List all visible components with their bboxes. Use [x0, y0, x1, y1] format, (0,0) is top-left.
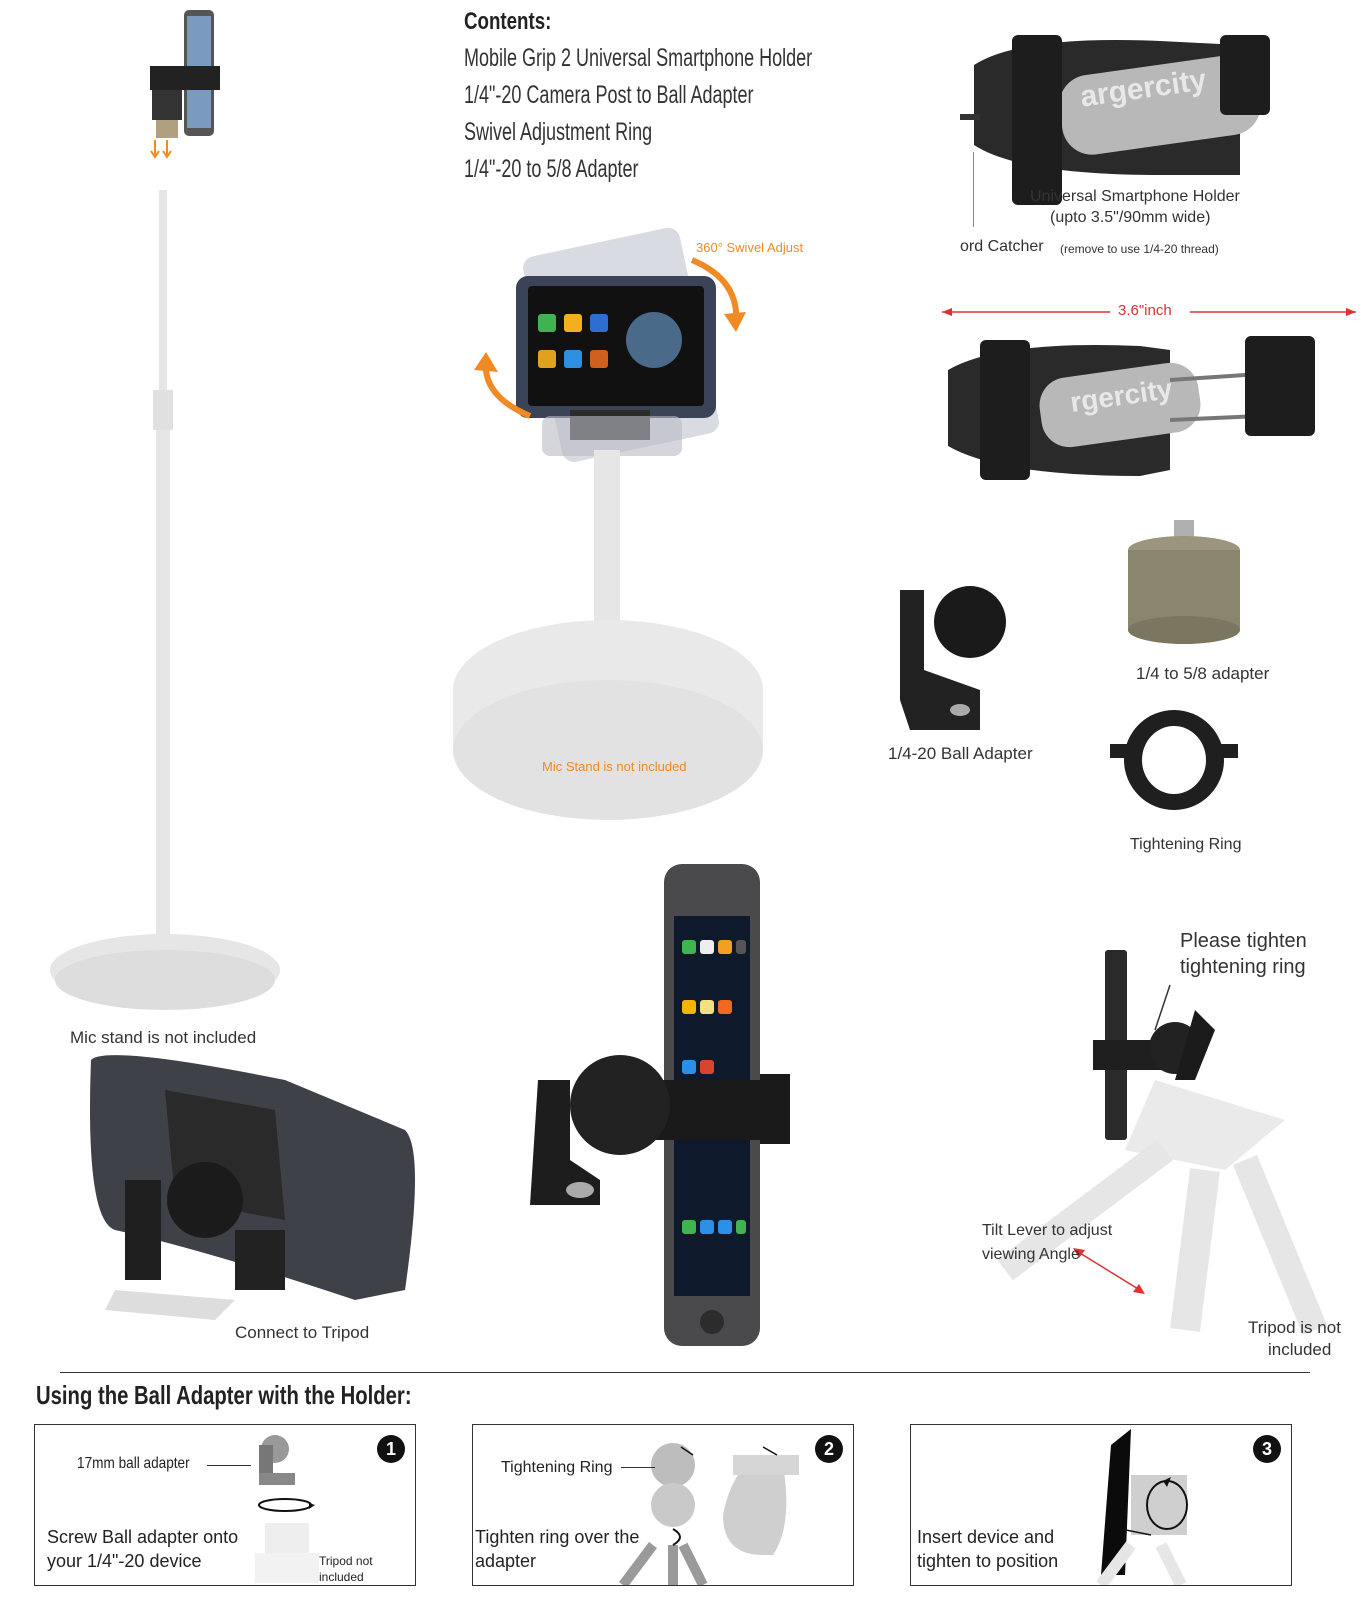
adapter-58-label: 1/4 to 5/8 adapter	[1136, 664, 1270, 683]
tilt-note-line2: viewing Angle	[982, 1246, 1080, 1263]
step-1-panel: 1 17mm ball adapter Screw Ball adapter o…	[34, 1424, 416, 1586]
step-2-text-line2: adapter	[475, 1551, 537, 1571]
step-3-text-line2: tighten to position	[917, 1551, 1059, 1571]
callout-line	[207, 1465, 251, 1466]
holder-label-line2: (upto 3.5"/90mm wide)	[1050, 209, 1211, 226]
mic-stand-note: Mic stand is not included	[70, 1028, 257, 1047]
adapter-58-graphic	[1128, 520, 1240, 644]
step-number: 1	[377, 1435, 405, 1463]
contents-item: Swivel Adjustment Ring	[464, 118, 653, 146]
step-1-text-line2: your 1/4"-20 device	[47, 1551, 202, 1571]
connect-tripod-label: Connect to Tripod	[235, 1323, 370, 1342]
holder-closed-graphic	[960, 35, 1270, 205]
contents-item: Mobile Grip 2 Universal Smartphone Holde…	[464, 44, 813, 72]
iphone-holder-graphic	[530, 864, 790, 1346]
step-3-text-line1: Insert device and	[917, 1527, 1055, 1547]
swivel-label: 360° Swivel Adjust	[696, 240, 804, 255]
step-1-note-line2: included	[319, 1570, 364, 1584]
tilt-note-line1: Tilt Lever to adjust	[982, 1222, 1113, 1239]
step-1-text-line1: Screw Ball adapter onto	[47, 1527, 239, 1547]
callout-line	[621, 1467, 655, 1468]
steps-title: Using the Ball Adapter with the Holder:	[36, 1380, 412, 1410]
width-label: 3.6"inch	[1118, 302, 1172, 319]
cord-catcher-label: ord Catcher	[960, 238, 1044, 255]
tripod-connection-graphic	[90, 1055, 415, 1320]
tighten-note-line1: Please tighten	[1180, 930, 1307, 952]
holder-extended-graphic	[948, 336, 1315, 480]
mic-stand-graphic	[50, 10, 280, 1010]
contents-item: 1/4"-20 Camera Post to Ball Adapter	[464, 81, 754, 109]
swivel-stand-graphic	[453, 227, 763, 820]
step-1-note: Tripod not included	[319, 1553, 373, 1585]
ball-adapter-graphic	[900, 586, 1006, 730]
tighten-note-line2: tightening ring	[1180, 956, 1306, 978]
step-2-panel: 2 Tightening Ring Tighten ring over the …	[472, 1424, 854, 1586]
callout-line	[973, 152, 974, 227]
contents-title: Contents:	[464, 8, 552, 35]
tripod-note-line2: included	[1268, 1340, 1332, 1359]
ball-adapter-label: 1/4-20 Ball Adapter	[888, 744, 1033, 763]
tightening-ring-label: Tightening Ring	[1130, 836, 1242, 853]
step-1-text: Screw Ball adapter onto your 1/4"-20 dev…	[47, 1525, 238, 1573]
step-2-text: Tighten ring over the adapter	[475, 1525, 639, 1573]
step-2-graphic	[619, 1443, 799, 1585]
step-3-graphic	[1096, 1429, 1188, 1585]
cord-catcher-note: (remove to use 1/4-20 thread)	[1060, 242, 1219, 256]
tightening-ring-graphic	[1110, 710, 1238, 810]
step-number: 2	[815, 1435, 843, 1463]
holder-label-line1: Universal Smartphone Holder	[1030, 188, 1240, 205]
step-3-text: Insert device and tighten to position	[917, 1525, 1058, 1573]
contents-item: 1/4"-20 to 5/8 Adapter	[464, 155, 639, 183]
step-2-text-line1: Tighten ring over the	[475, 1527, 640, 1547]
step-1-note-line1: Tripod not	[319, 1554, 373, 1568]
width-arrow	[942, 308, 1356, 316]
step-2-callout: Tightening Ring	[501, 1459, 613, 1476]
step-3-panel: 3 Insert device and tighten to position	[910, 1424, 1292, 1586]
tripod-note-line1: Tripod is not	[1248, 1318, 1341, 1337]
section-divider	[60, 1372, 1310, 1373]
step-number: 3	[1253, 1435, 1281, 1463]
tripod-right-graphic	[997, 950, 1328, 1335]
mic-stand-note-center: Mic Stand is not included	[542, 759, 687, 774]
step-1-callout: 17mm ball adapter	[77, 1455, 190, 1472]
step-1-graphic	[255, 1435, 319, 1583]
